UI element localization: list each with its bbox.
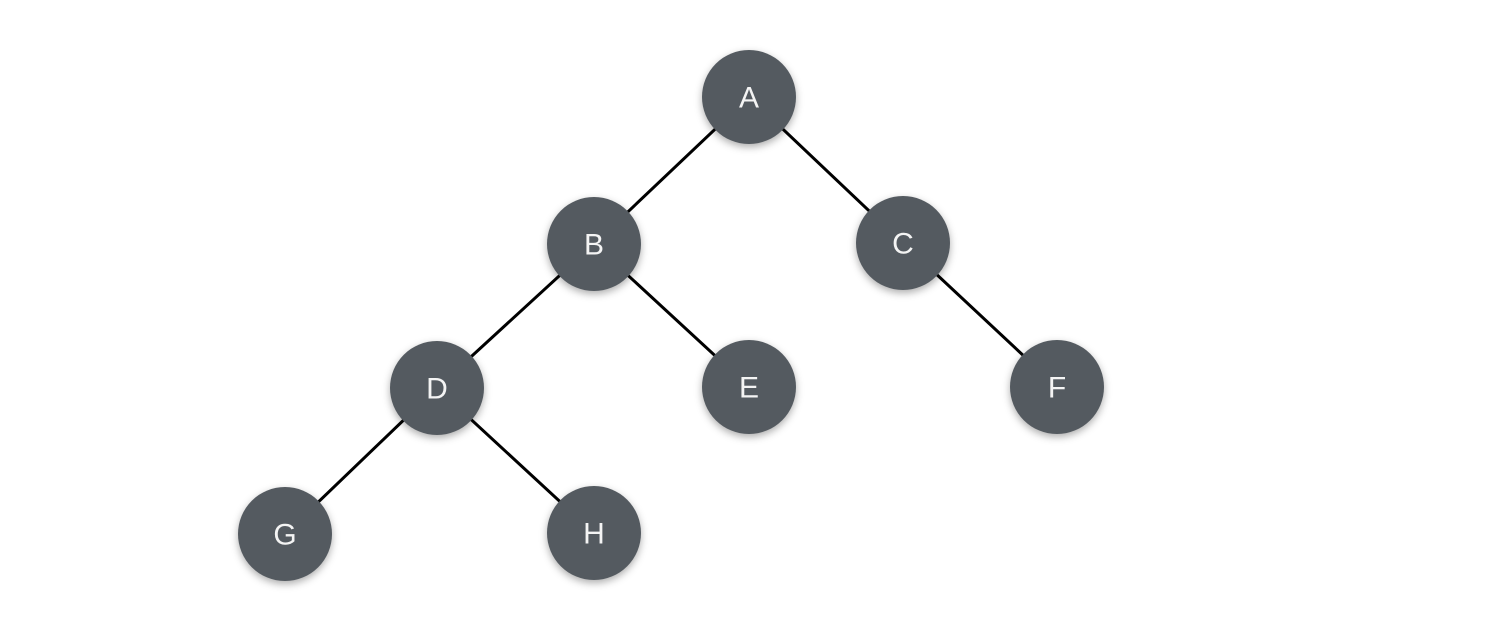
- tree-node-F: F: [1010, 340, 1104, 434]
- node-circle-B: [547, 197, 641, 291]
- tree-edges-layer: [283, 95, 1059, 536]
- tree-node-D: D: [390, 341, 484, 435]
- node-circle-G: [238, 487, 332, 581]
- node-circle-C: [856, 196, 950, 290]
- node-circle-D: [390, 341, 484, 435]
- node-circle-F: [1010, 340, 1104, 434]
- tree-node-B: B: [547, 197, 641, 291]
- tree-node-H: H: [547, 486, 641, 580]
- tree-node-C: C: [856, 196, 950, 290]
- node-circle-E: [702, 340, 796, 434]
- tree-node-A: A: [702, 50, 796, 144]
- tree-node-E: E: [702, 340, 796, 434]
- tree-node-G: G: [238, 487, 332, 581]
- node-circle-A: [702, 50, 796, 144]
- node-circle-H: [547, 486, 641, 580]
